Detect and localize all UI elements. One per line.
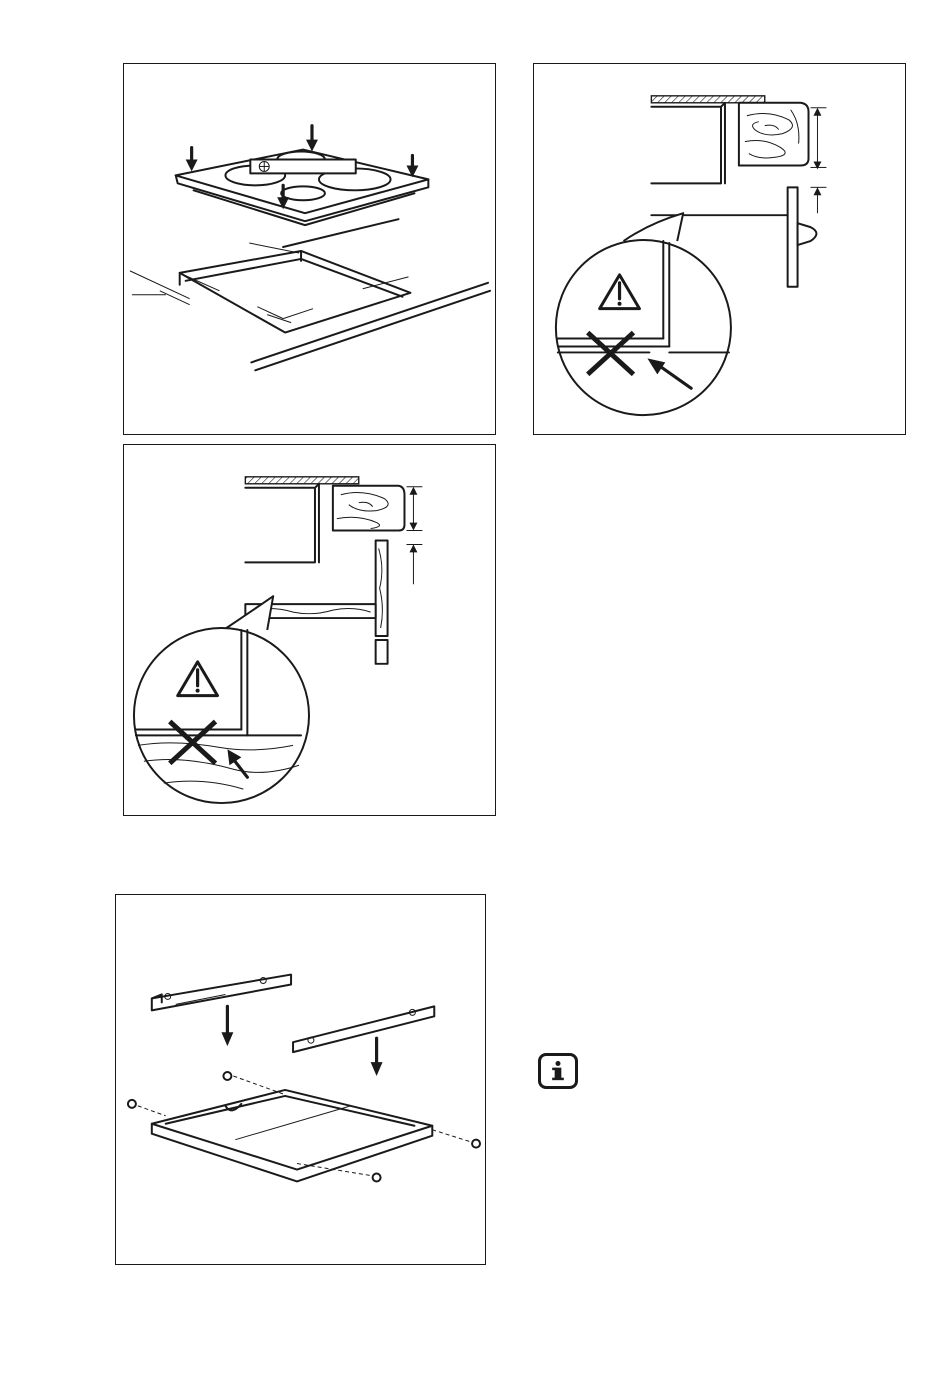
- magnifier-bubble: [134, 596, 309, 803]
- dimension-arrow-icon: [406, 487, 422, 584]
- information-icon: [538, 1053, 578, 1089]
- bracket-left: [152, 975, 291, 1011]
- figure-installation-above-shelf: [123, 444, 496, 816]
- wooden-worktop-block: [739, 103, 809, 166]
- drawer-front: [788, 187, 817, 286]
- figure-installation-above-oven-drawer: [533, 63, 906, 435]
- clearance-drawing-shelf: [124, 445, 495, 815]
- wooden-worktop-block: [333, 486, 405, 531]
- magnifier-bubble: [556, 213, 731, 415]
- bracket-right: [293, 1006, 434, 1052]
- hob-insertion-drawing: [124, 64, 495, 434]
- box-tray: [152, 1090, 432, 1182]
- spirit-level-icon: [250, 159, 355, 173]
- figure-protection-box-assembly: [115, 894, 486, 1265]
- clearance-drawing-drawer: [534, 64, 905, 434]
- protection-box-drawing: [116, 895, 485, 1264]
- worktop-edges: [251, 219, 490, 370]
- figure-hob-insertion: [123, 63, 496, 435]
- dimension-arrow-icon: [811, 108, 827, 213]
